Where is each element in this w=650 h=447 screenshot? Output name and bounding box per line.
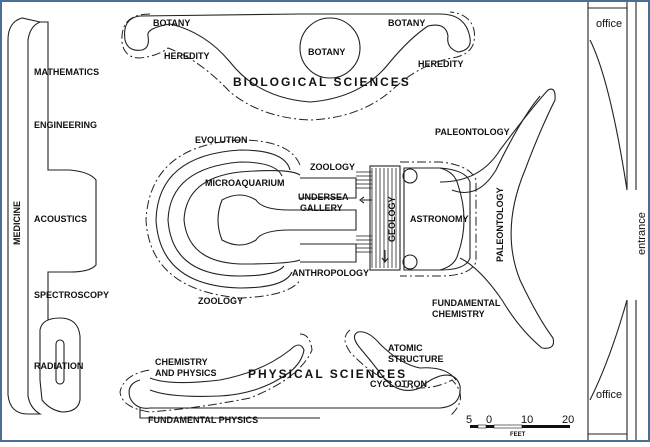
medicine-label: MEDICINE bbox=[12, 201, 22, 245]
scale-unit-label: FEET bbox=[510, 432, 526, 438]
physical-sciences-label: PHYSICAL SCIENCES bbox=[248, 367, 407, 381]
office-bottom-label: office bbox=[596, 389, 622, 401]
botany-right-label: BOTANY bbox=[388, 18, 425, 28]
geology-label: GEOLOGY bbox=[387, 196, 397, 242]
chemistry-label: CHEMISTRY bbox=[155, 357, 208, 367]
undersea-label: UNDERSEA bbox=[298, 192, 349, 202]
zoology-top-label: ZOOLOGY bbox=[310, 162, 355, 172]
engineering-label: ENGINEERING bbox=[34, 120, 97, 130]
fundamental-chemistry-2-label: CHEMISTRY bbox=[432, 309, 485, 319]
fundamental-physics-label: FUNDAMENTAL PHYSICS bbox=[148, 415, 258, 425]
undersea-gallery-steps bbox=[356, 165, 401, 271]
entrance-wall bbox=[587, 2, 637, 440]
entrance-label: entrance bbox=[636, 212, 648, 255]
paleontology-vertical-label: PALEONTOLOGY bbox=[495, 187, 505, 262]
zoology-bottom-label: ZOOLOGY bbox=[198, 296, 243, 306]
heredity-left-label: HEREDITY bbox=[164, 51, 210, 61]
spectroscopy-label: SPECTROSCOPY bbox=[34, 290, 109, 300]
scale-tick-10: 10 bbox=[521, 414, 533, 426]
mathematics-label: MATHEMATICS bbox=[34, 67, 99, 77]
scale-tick-0: 0 bbox=[486, 414, 492, 426]
botany-left-label: BOTANY bbox=[153, 18, 190, 28]
biological-sciences-label: BIOLOGICAL SCIENCES bbox=[233, 75, 411, 89]
left-wall bbox=[7, 17, 97, 415]
biological-sciences-area bbox=[121, 11, 476, 121]
scale-tick-20: 20 bbox=[562, 414, 574, 426]
acoustics-label: ACOUSTICS bbox=[34, 214, 87, 224]
scale-tick-5: 5 bbox=[466, 414, 472, 426]
heredity-right-label: HEREDITY bbox=[418, 59, 464, 69]
cyclotron-label: CYCLOTRON bbox=[370, 379, 427, 389]
paleontology-area bbox=[439, 88, 556, 349]
paleontology-top-label: PALEONTOLOGY bbox=[435, 127, 510, 137]
astronomy-area bbox=[400, 161, 477, 277]
physical-sciences-area bbox=[119, 329, 461, 419]
botany-center-label: BOTANY bbox=[308, 47, 345, 57]
office-top-label: office bbox=[596, 18, 622, 30]
radiation-label: RADIATION bbox=[34, 361, 83, 371]
evolution-label: EVOLUTION bbox=[195, 135, 248, 145]
gallery-label: GALLERY bbox=[300, 203, 343, 213]
anthropology-label: ANTHROPOLOGY bbox=[292, 268, 369, 278]
fundamental-chemistry-1-label: FUNDAMENTAL bbox=[432, 298, 501, 308]
astronomy-label: ASTRONOMY bbox=[410, 214, 469, 224]
structure-label: STRUCTURE bbox=[388, 354, 444, 364]
atomic-label: ATOMIC bbox=[388, 343, 423, 353]
microaquarium-label: MICROAQUARIUM bbox=[205, 178, 285, 188]
and-physics-label: AND PHYSICS bbox=[155, 368, 217, 378]
central-spiral bbox=[145, 139, 357, 299]
scale-bar bbox=[470, 424, 570, 429]
